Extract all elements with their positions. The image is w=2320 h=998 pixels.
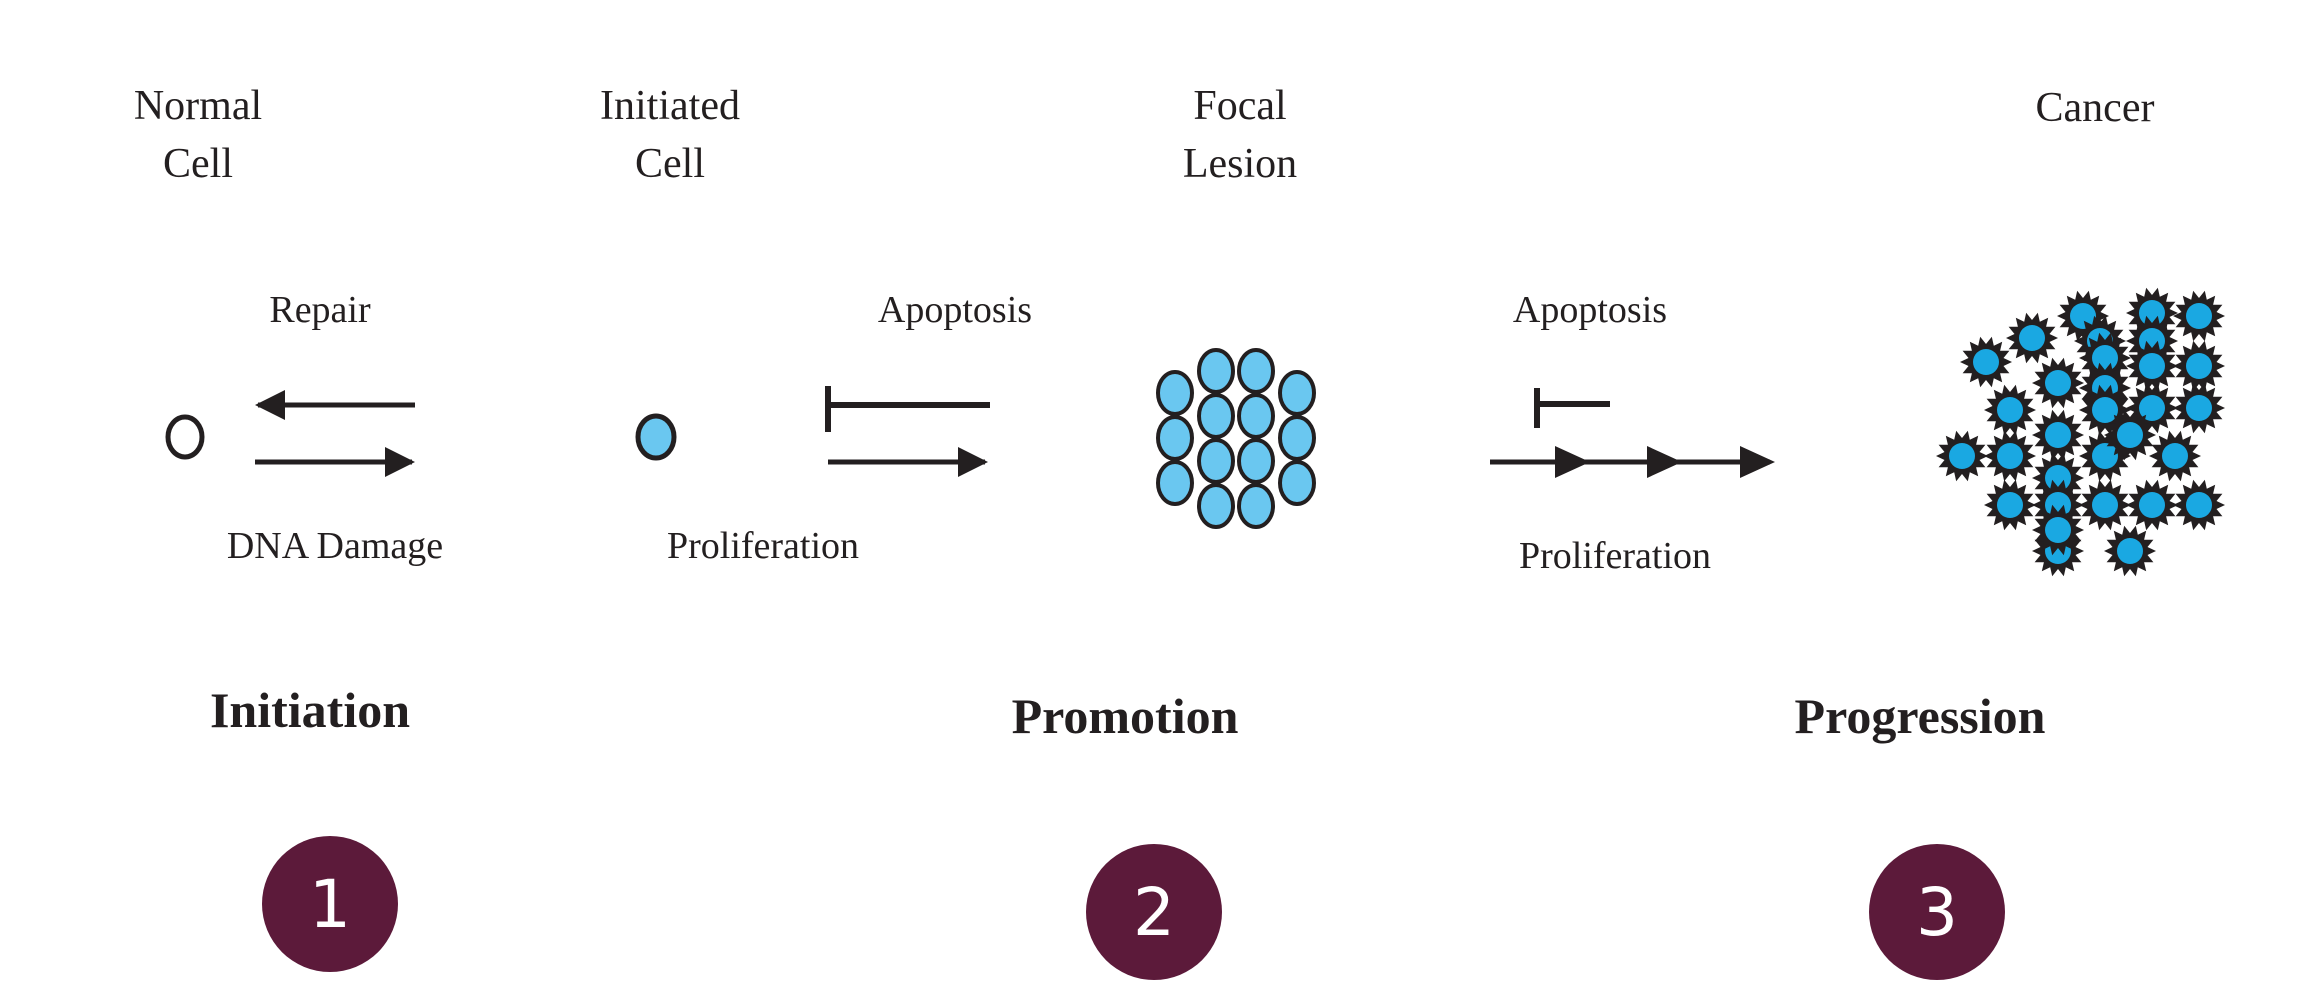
- cancer-cell: [1984, 430, 2036, 482]
- lesion-cell: [1278, 415, 1316, 461]
- lesion-cell: [1197, 483, 1235, 529]
- label-dna-damage: DNA Damage: [226, 525, 444, 567]
- lesion-cell: [1156, 415, 1194, 461]
- cancer-cell: [2079, 479, 2131, 531]
- cancer-cell: [2032, 357, 2084, 409]
- step-badge-2: 2: [1086, 844, 1222, 980]
- cancer-cell: [2173, 340, 2225, 392]
- apoptosis-inhibition-bar: [825, 386, 990, 432]
- phase-progression: Progression: [1794, 688, 2046, 744]
- phase-promotion: Promotion: [1011, 688, 1239, 744]
- lesion-cell: [1237, 393, 1275, 439]
- cancer-cell: [2173, 382, 2225, 434]
- cancer-cell: [2126, 479, 2178, 531]
- stage-title-normal-cell: Normal Cell: [133, 83, 263, 187]
- step-badge-1: 1: [262, 836, 398, 972]
- cancer-cell: [2006, 312, 2058, 364]
- label-proliferation-promotion: Proliferation: [666, 525, 860, 567]
- step-badge-3: 3: [1869, 844, 2005, 980]
- cancer-cell: [1984, 479, 2036, 531]
- cancer-cell: [1984, 384, 2036, 436]
- lesion-cell: [1278, 460, 1316, 506]
- proliferation-multi-arrow: [1490, 446, 1775, 478]
- cancer-cell: [2126, 340, 2178, 392]
- cancer-cell: [1960, 336, 2012, 388]
- lesion-cell: [1156, 370, 1194, 416]
- cancer-cell: [2032, 504, 2084, 556]
- cancer-cell: [2104, 525, 2156, 577]
- stage-title-focal-lesion: Focal Lesion: [1182, 83, 1298, 187]
- lesion-cell: [1278, 370, 1316, 416]
- cancer-cell-cluster: [1936, 287, 2225, 577]
- apoptosis-inhibition-bar-small: [1534, 388, 1610, 428]
- label-repair: Repair: [269, 289, 371, 331]
- lesion-cell: [1237, 438, 1275, 484]
- initiated-cell-icon: [635, 413, 677, 461]
- cancer-cell: [1936, 430, 1988, 482]
- stage-title-initiated-cell: Initiated Cell: [600, 83, 740, 187]
- lesion-cell: [1156, 460, 1194, 506]
- stage-title-cancer: Cancer: [2035, 85, 2155, 131]
- lesion-cell: [1237, 483, 1275, 529]
- cancer-cell: [2104, 409, 2156, 461]
- label-proliferation-progression: Proliferation: [1518, 535, 1712, 577]
- lesion-cell: [1197, 348, 1235, 394]
- cancer-cell: [2173, 479, 2225, 531]
- cancer-cell: [2149, 430, 2201, 482]
- focal-lesion-cluster: [1156, 348, 1316, 529]
- label-apoptosis-progression: Apoptosis: [1512, 289, 1668, 331]
- lesion-cell: [1197, 393, 1235, 439]
- cancer-cell: [2173, 290, 2225, 342]
- normal-cell-icon: [165, 414, 205, 460]
- lesion-cell: [1237, 348, 1275, 394]
- cancer-cell: [2032, 409, 2084, 461]
- phase-initiation: Initiation: [209, 682, 411, 738]
- lesion-cell: [1197, 438, 1235, 484]
- label-apoptosis-promotion: Apoptosis: [877, 289, 1033, 331]
